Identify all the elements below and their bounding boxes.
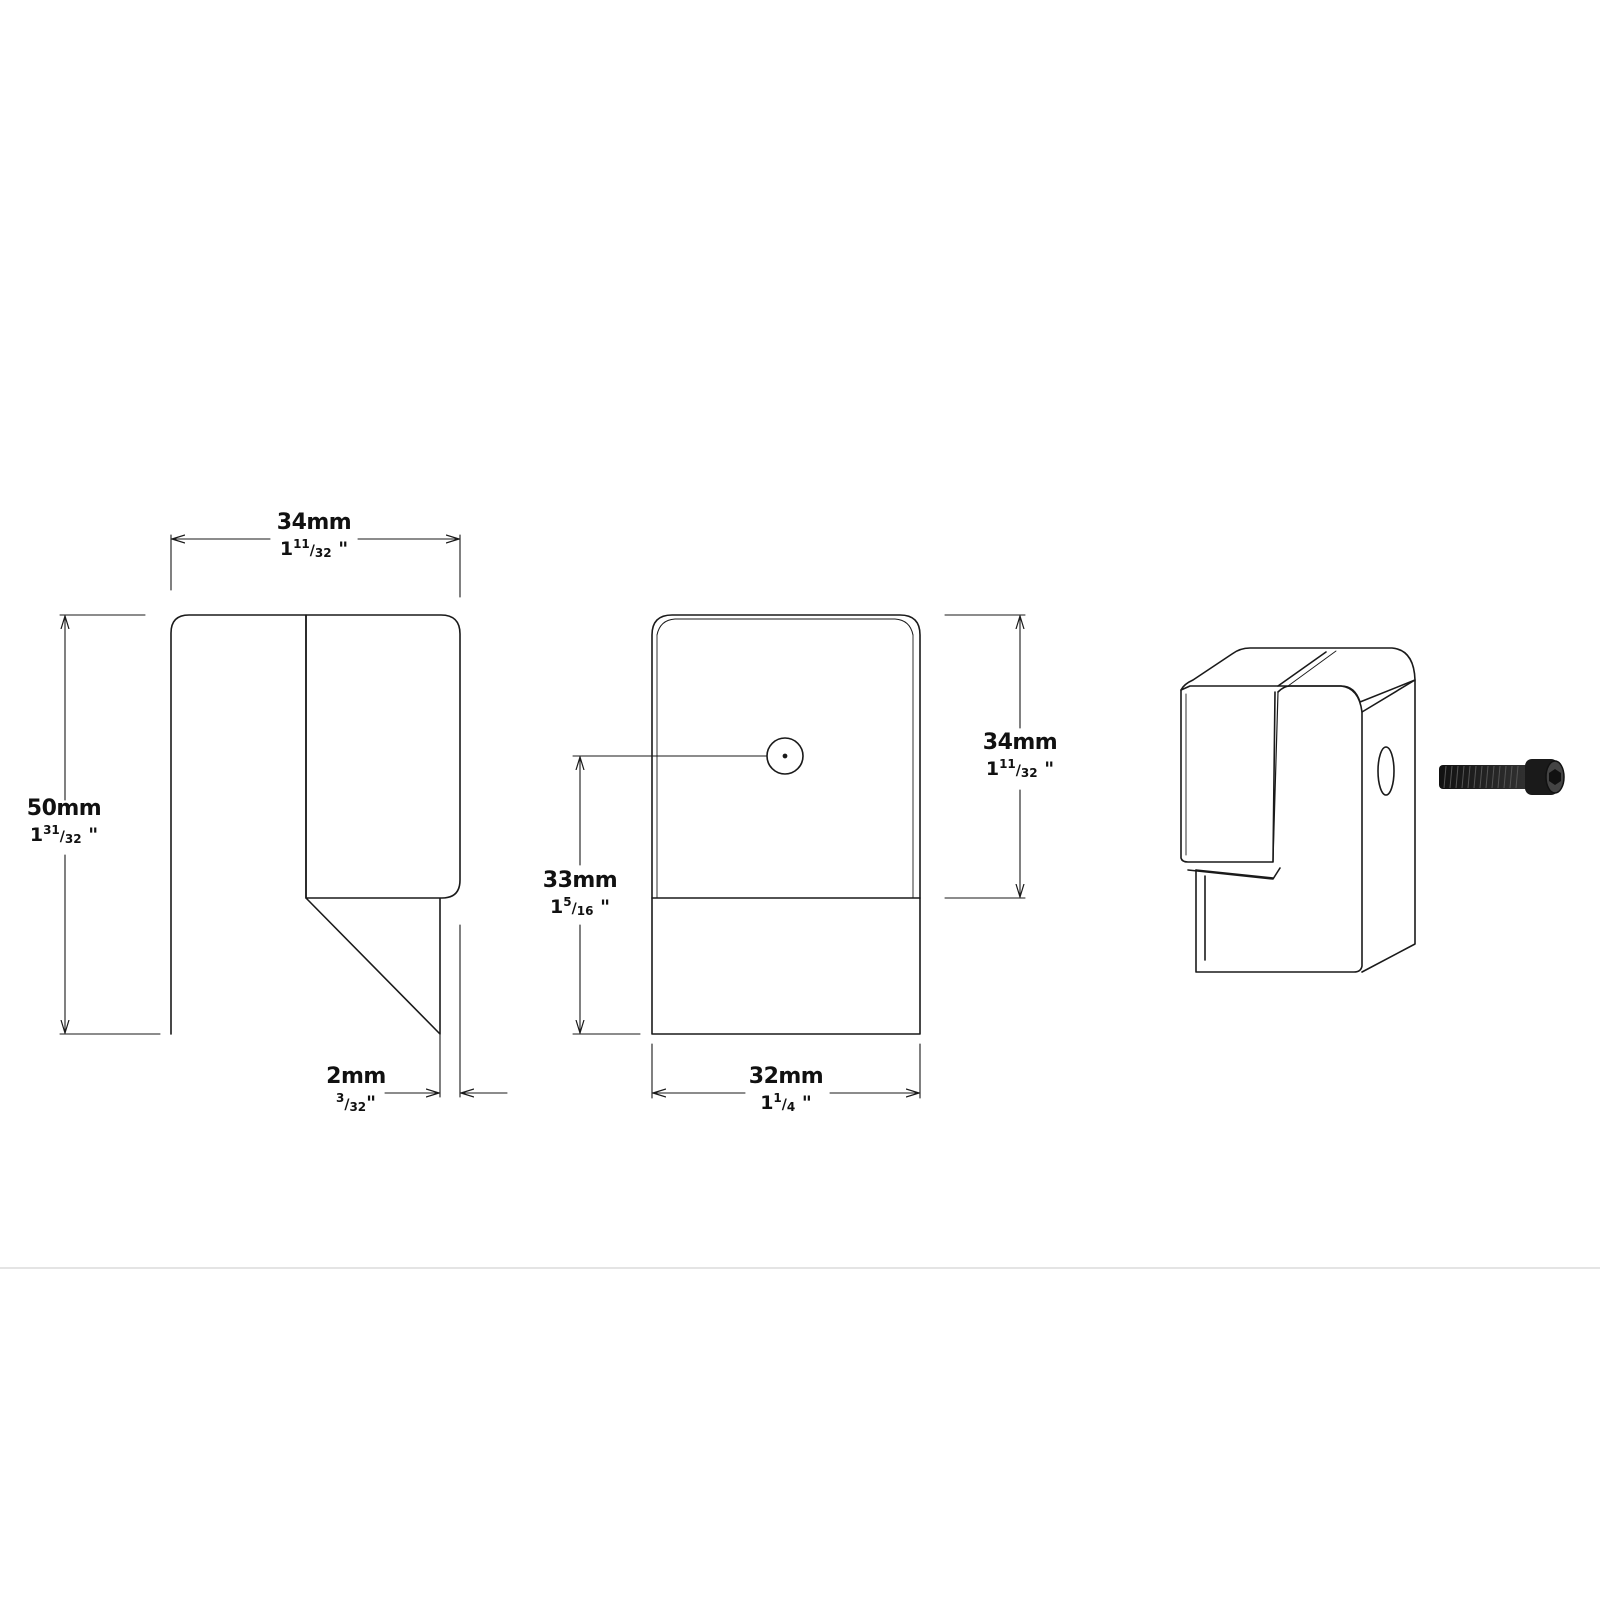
dim-gap xyxy=(384,924,508,1097)
side-view xyxy=(170,614,461,1035)
isometric-view xyxy=(1180,647,1416,973)
screw-icon xyxy=(1439,759,1565,795)
side-view-outline xyxy=(170,614,461,1035)
dim-side-height xyxy=(59,614,161,1035)
label-side-height: 50mm 131/32 " xyxy=(26,796,102,846)
label-upper-height: 34mm 111/32 " xyxy=(982,730,1058,780)
dim-side-width xyxy=(170,535,461,598)
dim-upper-height xyxy=(944,614,1026,899)
label-front-width: 32mm 11/4 " xyxy=(748,1064,824,1114)
front-view-outline xyxy=(651,614,921,1035)
label-side-width: 34mm 111/32 " xyxy=(276,510,352,560)
dim-front-width xyxy=(651,1043,921,1099)
front-view xyxy=(651,614,921,1035)
dim-hole-height xyxy=(572,755,768,1035)
label-hole-height: 33mm 15/16 " xyxy=(542,868,618,918)
label-gap: 2mm 3/32" xyxy=(326,1064,386,1114)
